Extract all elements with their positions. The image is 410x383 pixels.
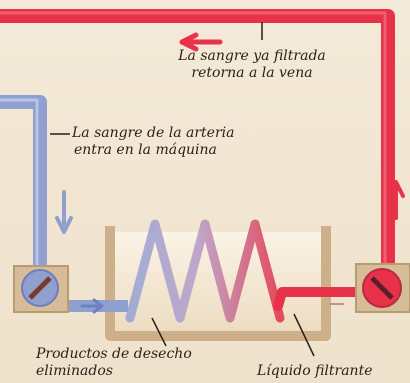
return-label-line2: retorna a la vena [191, 65, 313, 81]
waste-label-line2: eliminados [36, 363, 113, 379]
fluid-label: Líquido filtrante [257, 363, 373, 379]
inflow-arrow [80, 298, 104, 314]
artery-label-line2: entra en la máquina [74, 142, 217, 158]
filter-tank [105, 226, 331, 341]
upward-arrow [387, 180, 405, 220]
return-label: La sangre ya filtrada retorna a la vena [152, 48, 352, 82]
right-pump [355, 263, 410, 313]
return-label-line1: La sangre ya filtrada [178, 48, 326, 64]
filter-coil [125, 219, 285, 323]
fluid-tube [273, 287, 377, 311]
artery-label-line1: La sangre de la arteria [72, 125, 235, 141]
return-tube [0, 9, 395, 276]
downward-arrow [55, 190, 73, 234]
artery-tube [0, 95, 47, 286]
fluid-leader [293, 313, 315, 357]
waste-leader [151, 317, 167, 347]
left-pump [13, 265, 69, 313]
artery-label: La sangre de la arteria entra en la máqu… [72, 125, 234, 159]
waste-label-line1: Productos de desecho [36, 346, 192, 362]
waste-label: Productos de desecho eliminados [36, 346, 192, 380]
return-flow-arrow [179, 32, 223, 52]
